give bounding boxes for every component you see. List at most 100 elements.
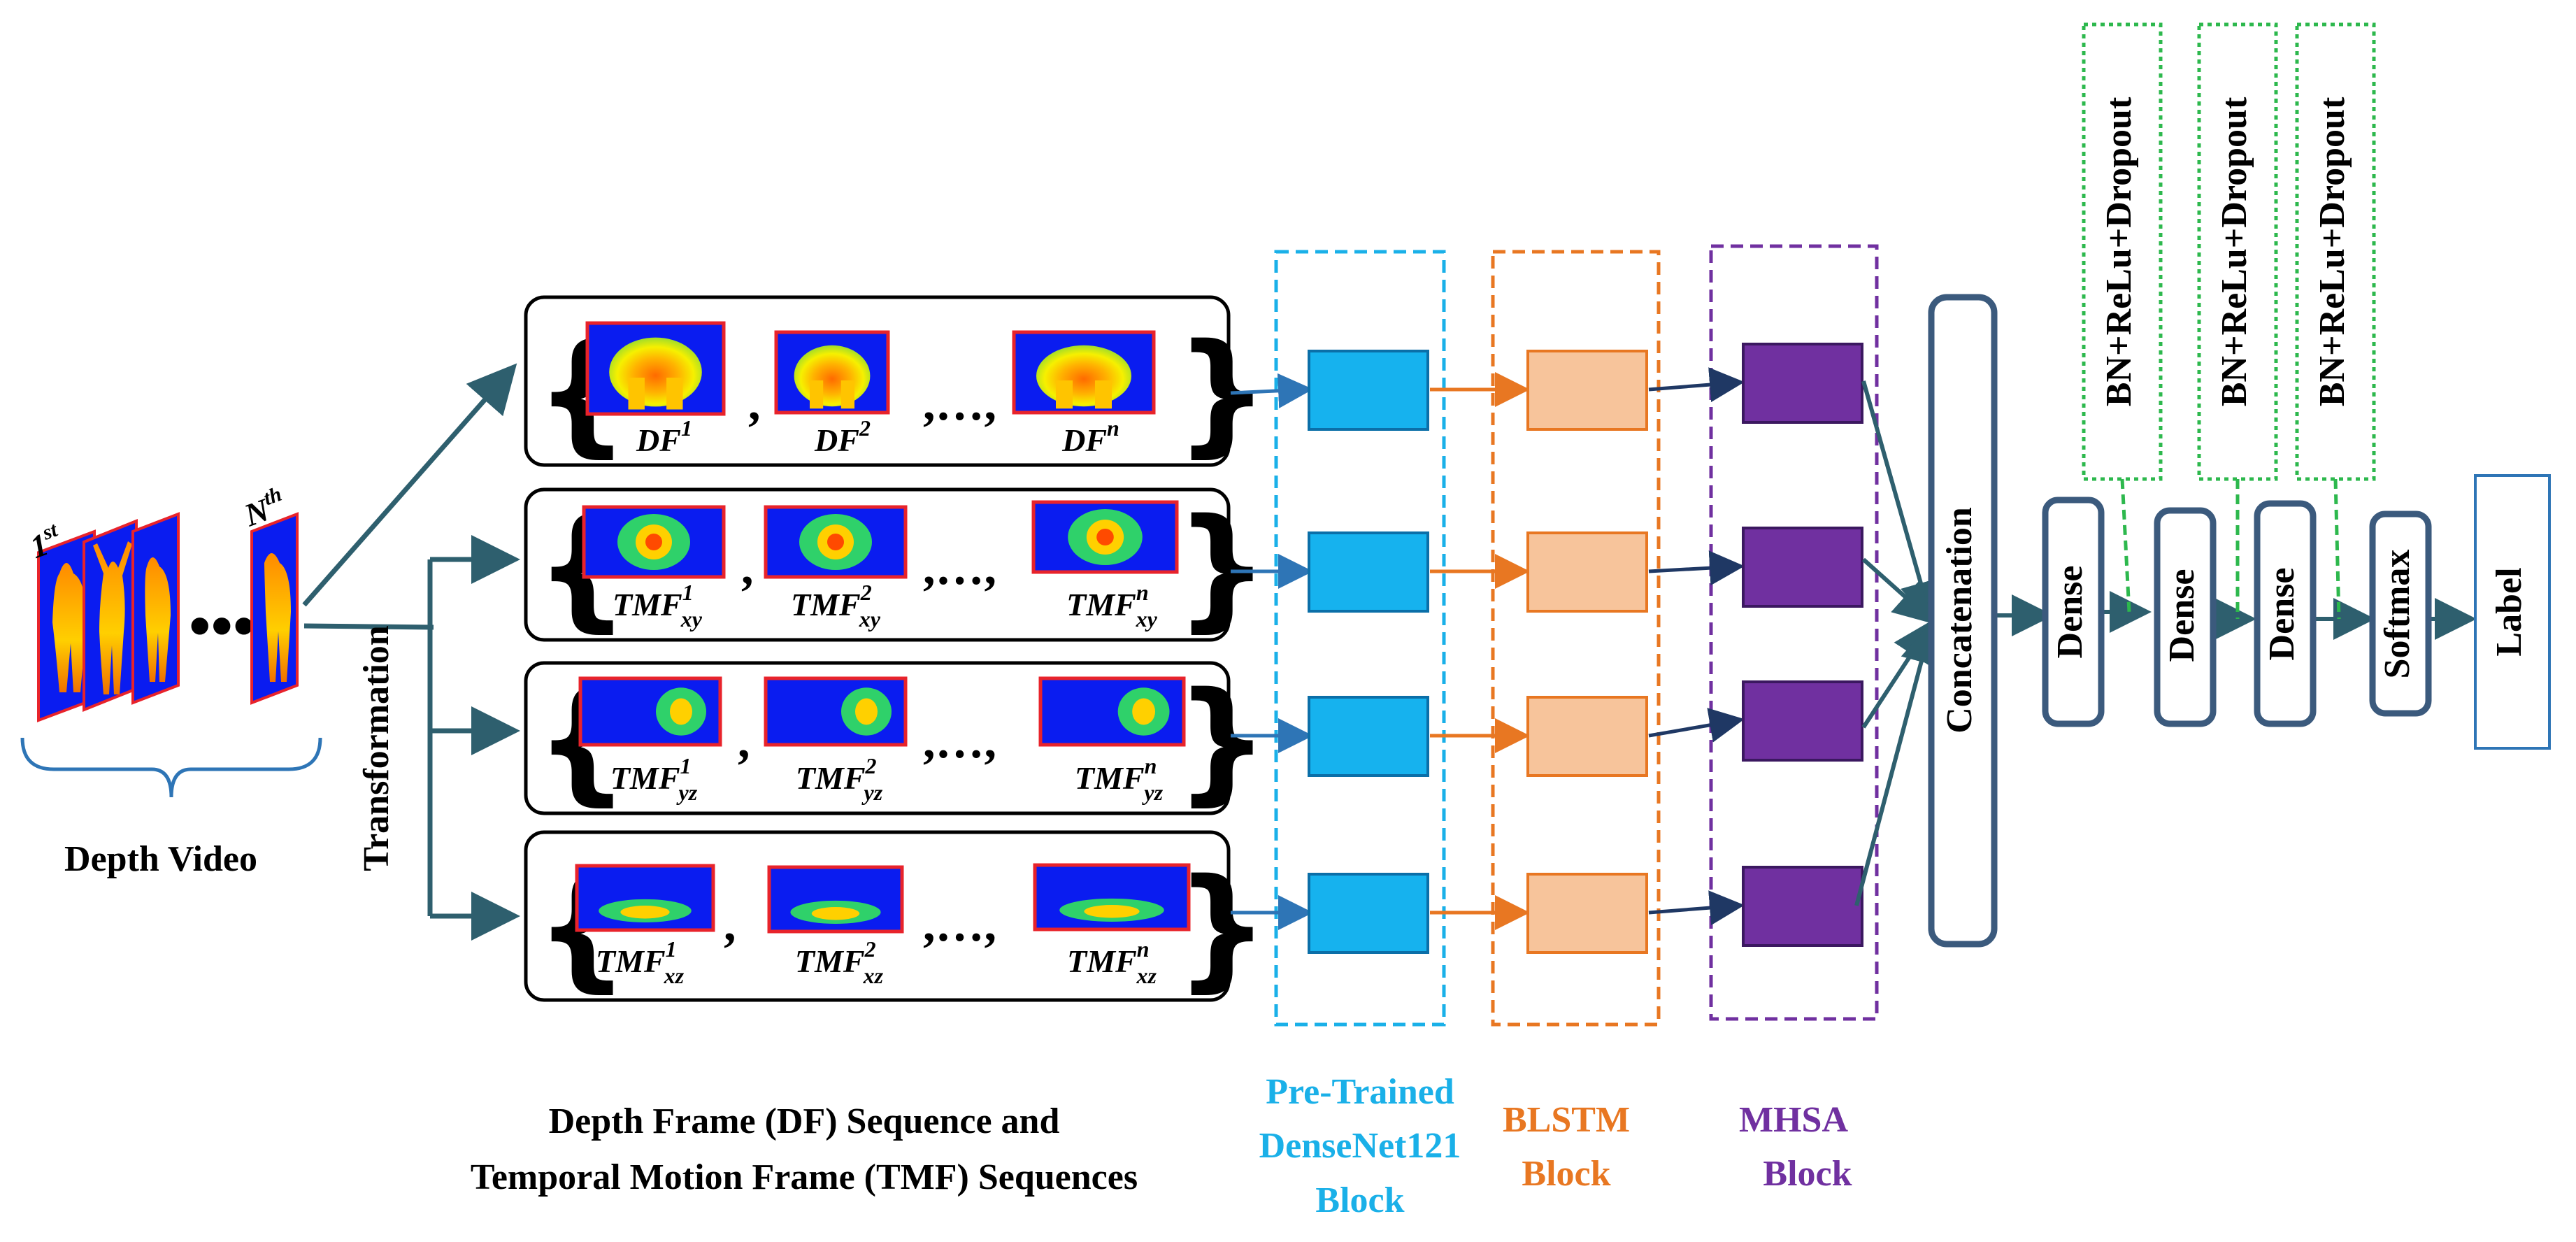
block-row <box>1231 527 1863 613</box>
blstm-block <box>1526 350 1648 431</box>
bn-connectors <box>2120 478 2341 620</box>
transformation-label: Transformation <box>357 625 396 871</box>
densenet-caption-line1: Pre-Trained <box>1266 1072 1454 1112</box>
dense-label-2: Dense <box>2162 569 2202 662</box>
depth-frame-image <box>131 512 180 705</box>
frame-thumbnail <box>582 505 726 579</box>
close-brace: } <box>1175 490 1269 645</box>
video-brace <box>20 737 322 798</box>
frame-label: DF2 <box>814 415 871 458</box>
block-rows <box>1230 343 1863 954</box>
densenet-caption-line2: DenseNet121 <box>1259 1126 1461 1166</box>
sequence-caption-line2: Temporal Motion Frame (TMF) Sequences <box>471 1157 1138 1197</box>
close-brace: } <box>1175 664 1269 818</box>
frame-thumbnail <box>764 505 908 579</box>
blstm-block <box>1526 873 1648 954</box>
frame-thumbnail <box>1033 863 1191 932</box>
block-row <box>1231 866 1863 954</box>
frame-thumbnail <box>578 676 722 747</box>
mhsa-block <box>1742 866 1863 947</box>
sequence-panels: {},,…,DF1DF2DFn{},,…,TMF1xyTMF2xyTMFnxy{… <box>524 295 1269 1005</box>
frame-label: DFn <box>1061 415 1119 458</box>
mhsa-block <box>1742 527 1863 608</box>
frame-thumbnail <box>767 865 904 934</box>
softmax-label: Softmax <box>2377 550 2417 679</box>
dense-label-1: Dense <box>2050 566 2090 659</box>
frame-thumbnail <box>764 676 908 747</box>
blstm-caption-line2: Block <box>1522 1154 1610 1194</box>
transformation-arrows <box>302 363 520 941</box>
blstm-to-mhsa-arrow <box>1648 890 1745 926</box>
frame-thumbnail <box>585 321 726 416</box>
frame-thumbnail <box>1012 330 1156 415</box>
input-arrow <box>1230 373 1313 408</box>
blstm-to-mhsa-arrow <box>1648 367 1745 403</box>
densenet-block <box>1308 696 1429 777</box>
block-row <box>1231 680 1863 777</box>
dense-box-3 <box>2254 500 2317 727</box>
comma-separator: , <box>741 541 754 595</box>
depth-frame-image <box>250 512 299 705</box>
bn-label-3: BN+ReLu+Dropout <box>2312 97 2352 406</box>
concatenation-label: Concatenation <box>1940 507 1980 734</box>
ellipsis-separator: ,…, <box>923 898 996 952</box>
depth-video-label: Depth Video <box>64 839 257 879</box>
ellipsis-separator: ,…, <box>923 541 996 595</box>
block-row <box>1230 343 1863 431</box>
sequence-caption-line1: Depth Frame (DF) Sequence and <box>549 1101 1060 1141</box>
bn-label-1: BN+ReLu+Dropout <box>2099 97 2139 406</box>
blstm-block <box>1526 531 1648 613</box>
densenet-column <box>1274 250 1446 1027</box>
bn-relu-dropout-3: BN+ReLu+Dropout <box>2295 22 2376 481</box>
ellipsis-separator: ,…, <box>923 715 996 769</box>
comma-separator: , <box>738 715 750 769</box>
blstm-to-mhsa-arrow <box>1648 550 1745 586</box>
densenet-caption-line3: Block <box>1315 1180 1404 1220</box>
concatenation-box <box>1928 294 1998 948</box>
ellipsis-separator: ,…, <box>923 377 996 431</box>
label-text: Label <box>2489 567 2529 656</box>
densenet-block <box>1308 873 1429 954</box>
blstm-to-mhsa-arrow <box>1648 708 1745 743</box>
dense-box-1 <box>2042 497 2105 727</box>
blstm-caption-line1: BLSTM <box>1503 1100 1630 1140</box>
mhsa-caption-line1: MHSA <box>1739 1100 1848 1140</box>
densenet-block <box>1308 531 1429 613</box>
frame-thumbnail <box>575 864 715 932</box>
bn-relu-dropout-2: BN+ReLu+Dropout <box>2197 22 2278 481</box>
frame-label: DF1 <box>636 415 692 458</box>
mhsa-caption-line2: Block <box>1763 1154 1852 1194</box>
dense-box-2 <box>2154 507 2217 727</box>
blstm-column <box>1491 250 1661 1027</box>
mhsa-block <box>1742 343 1863 424</box>
softmax-box <box>2369 511 2432 717</box>
frame-thumbnail <box>774 330 890 415</box>
close-brace: } <box>1175 850 1269 1005</box>
mhsa-block <box>1742 680 1863 762</box>
comma-separator: , <box>724 898 736 952</box>
depth-video-stack: ••• 1st Nth Depth Video <box>20 483 322 879</box>
bn-relu-dropout-1: BN+ReLu+Dropout <box>2082 22 2163 481</box>
frame-thumbnail <box>1031 500 1179 574</box>
blstm-block <box>1526 696 1648 777</box>
bn-label-2: BN+ReLu+Dropout <box>2214 97 2254 406</box>
densenet-block <box>1308 350 1429 431</box>
label-box <box>2474 474 2551 750</box>
comma-separator: , <box>748 377 761 431</box>
dense-label-3: Dense <box>2262 568 2302 661</box>
depth-frame-image <box>83 519 138 712</box>
frames-ellipsis: ••• <box>189 592 255 661</box>
